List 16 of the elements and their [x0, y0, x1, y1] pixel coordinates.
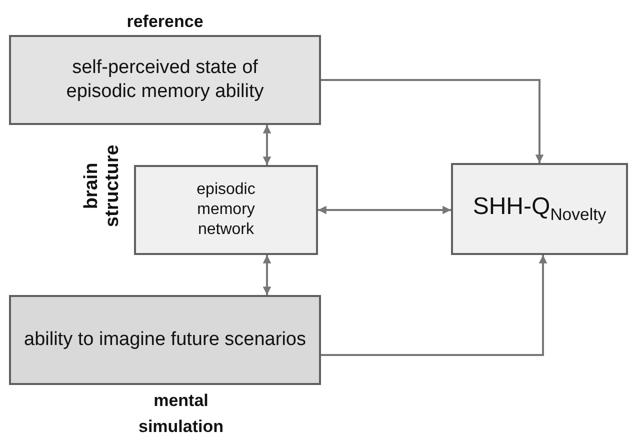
arrow: [318, 206, 451, 214]
process-box: [9, 295, 321, 385]
side-label: brain structure: [82, 144, 124, 230]
box-heading: reference: [126, 11, 204, 33]
process-box: [451, 163, 628, 255]
process-box: [134, 165, 318, 255]
process-box: [9, 35, 321, 125]
box-label: SHH-Q$_{Novelty}$: [472, 192, 606, 226]
arrow: [262, 125, 272, 165]
arrow: [321, 255, 548, 356]
arrow: [321, 79, 544, 163]
box-heading: mental simulation: [137, 390, 224, 438]
box-label: episodic memory network: [196, 180, 256, 240]
box-label: self-perceived state of episodic memory ability: [65, 56, 265, 104]
box-label: ability to imagine future scenarios: [23, 328, 307, 352]
arrow: [262, 255, 272, 295]
